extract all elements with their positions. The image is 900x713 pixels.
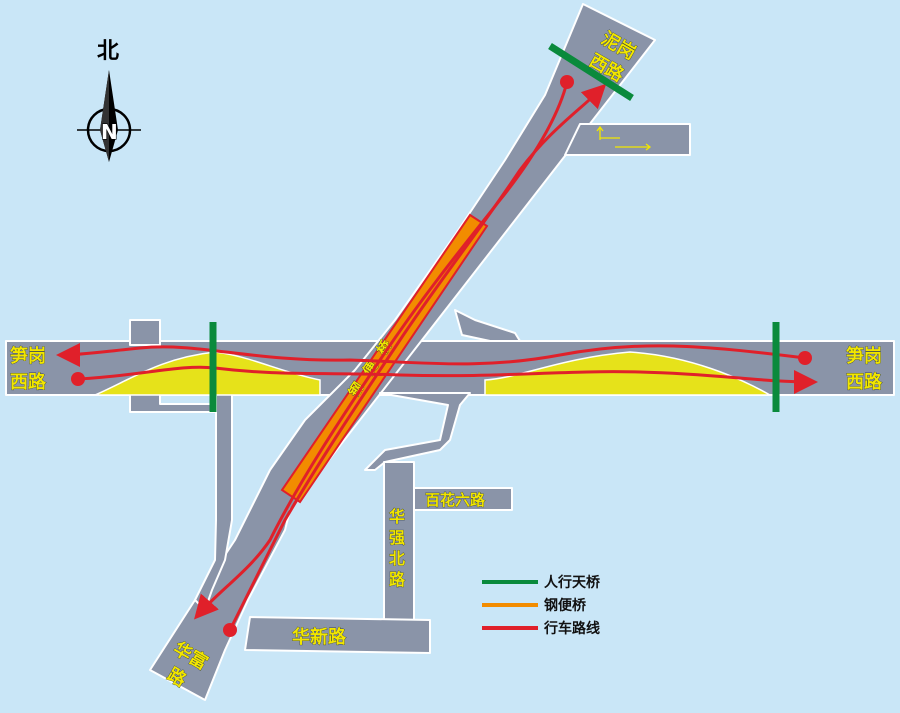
road-baihua-six [413,487,513,511]
route-start-east [798,351,812,365]
route-start-west [71,372,85,386]
compass: 北 N [77,39,141,162]
legend-label-route: 行车路线 [543,620,600,637]
compass-needle-highlight [100,70,109,162]
legend-item-steel-bridge: 钢便桥 [482,597,587,614]
label-sungang-west-right-1: 笋岗 [846,345,882,367]
label-huaqiang-north-4: 路 [389,570,406,589]
lane-arrows [596,125,652,151]
lane-arrow-left-up [596,125,620,140]
route-start-points [71,75,812,637]
legend: 人行天桥 钢便桥 行车路线 [482,574,601,637]
route-start-south [223,623,237,637]
route-north-to-south [194,81,569,620]
road-ramp-east [454,309,521,342]
footbridge-north [548,43,634,101]
compass-north-label: 北 [97,39,119,64]
road-spur-west-top [129,319,161,346]
legend-label-footbridge: 人行天桥 [544,574,601,591]
route-south-to-north [228,83,607,631]
label-huaxin: 华新路 [292,626,347,648]
road-loop-connector [364,392,471,471]
compass-n-letter: N [101,120,118,144]
label-baihua-six: 百花六路 [425,491,486,509]
legend-item-footbridge: 人行天桥 [482,574,601,591]
label-huaqiang-north-2: 强 [389,528,405,547]
legend-label-steel-bridge: 钢便桥 [544,597,587,614]
label-sungang-west-left-1: 笋岗 [10,345,46,367]
road-spur-northeast [564,123,691,156]
label-huaqiang-north-3: 北 [389,549,405,568]
driving-routes [56,81,818,631]
legend-item-route: 行车路线 [482,620,600,637]
label-sungang-west-left-2: 西路 [10,371,47,393]
label-sungang-west-right-2: 西路 [846,371,883,393]
label-huaqiang-north-1: 华 [389,507,405,526]
footbridges [209,43,780,412]
route-start-north [560,75,574,89]
route-west-to-east [77,365,818,394]
lane-arrow-right [615,143,652,151]
road-huaxin [244,616,431,654]
